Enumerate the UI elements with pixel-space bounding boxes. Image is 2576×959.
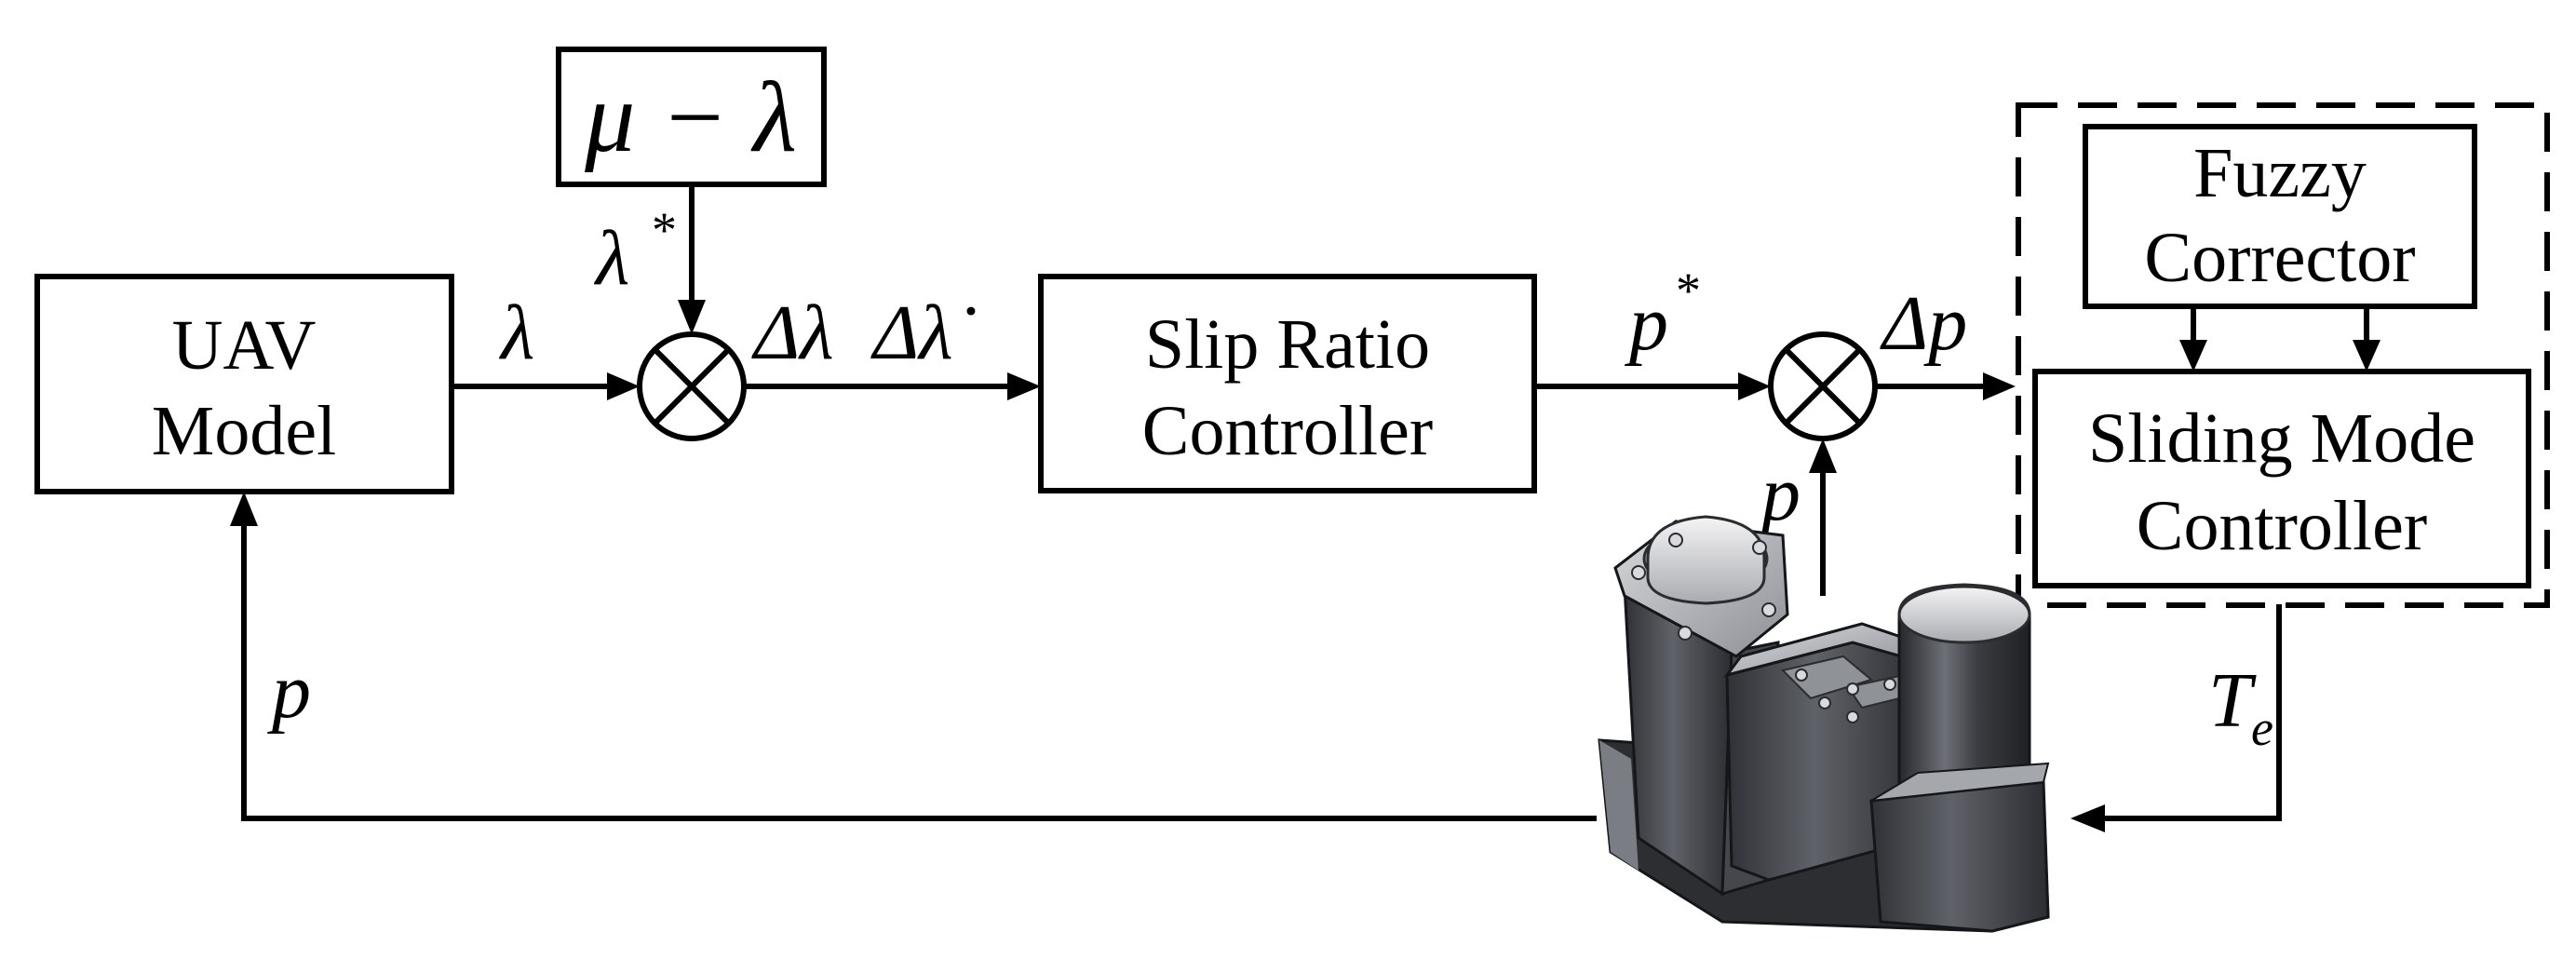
dashed-boundary xyxy=(2016,102,2550,608)
uav-model-block: UAV Model xyxy=(34,274,454,494)
sliding-mode-controller-block: Sliding Mode Controller xyxy=(2032,369,2531,588)
uav-model-label-line2: Model xyxy=(152,392,336,470)
actuator-illustration xyxy=(1598,515,2050,933)
delta-lambda-label: Δλ xyxy=(751,290,834,376)
fuzzy-corrector-label-line2: Corrector xyxy=(2144,219,2415,297)
p-ref-superscript: * xyxy=(1676,263,1701,318)
delta-p-label: Δp xyxy=(1880,280,1967,367)
lambda-label: λ xyxy=(498,290,534,376)
sliding-mode-controller-label-line2: Controller xyxy=(2137,487,2427,565)
summing-junction-p xyxy=(1768,331,1878,441)
slip-ratio-controller-label-line1: Slip Ratio xyxy=(1145,305,1430,384)
mu-lambda-block: μ − λ xyxy=(556,47,827,187)
torque-subscript: e xyxy=(2251,700,2273,756)
fuzzy-corrector-label-line1: Fuzzy xyxy=(2193,134,2367,212)
p-feedback-up-label: p xyxy=(1757,451,1801,537)
lambda-ref-label: λ xyxy=(593,215,629,302)
summing-junction-lambda xyxy=(637,331,747,441)
slip-ratio-controller-label-line2: Controller xyxy=(1142,392,1433,470)
slip-ratio-controller-block: Slip Ratio Controller xyxy=(1038,274,1537,493)
sliding-mode-controller-label-line1: Sliding Mode xyxy=(2088,399,2475,478)
uav-model-label-line1: UAV xyxy=(172,306,317,385)
lambda-ref-superscript: * xyxy=(652,202,677,258)
p-feedback-left-label: p xyxy=(267,648,311,735)
delta-lambda-dot-label: Δλ̇ xyxy=(870,290,976,376)
signal-labels: λ λ * Δλ Δλ̇ p * Δp p p T e xyxy=(267,202,2273,756)
mu-lambda-label: μ − λ xyxy=(584,62,797,173)
signal-wires xyxy=(230,184,2380,832)
fuzzy-controller-group: Fuzzy Corrector Sliding Mode Controller xyxy=(2016,102,2550,608)
p-ref-label: p xyxy=(1625,280,1668,367)
fuzzy-corrector-block: Fuzzy Corrector xyxy=(2083,124,2477,309)
torque-label: T xyxy=(2208,657,2257,744)
